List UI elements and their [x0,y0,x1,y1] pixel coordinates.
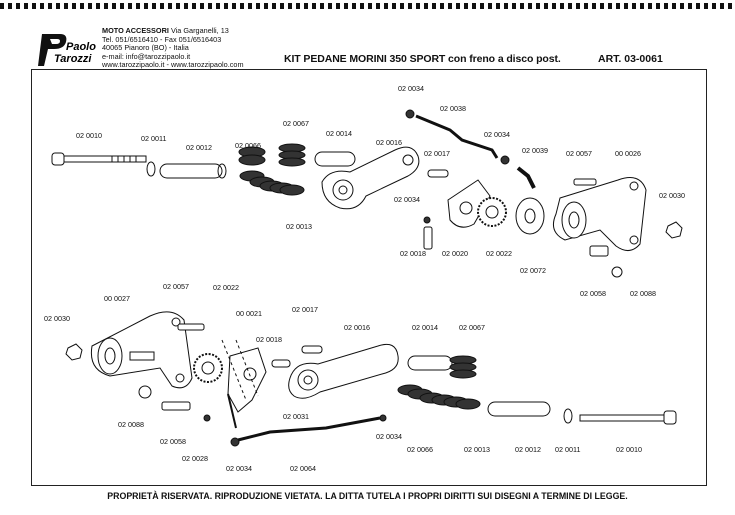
part-label: 02 0012 [515,445,541,454]
part-label: 02 0017 [424,149,450,158]
company-logo: Paolo Tarozzi [38,34,96,66]
part-label: 02 0057 [566,149,592,158]
company-header: MOTO ACCESSORI Via Garganelli, 13 Tel. 0… [102,26,244,70]
part-label: 02 0010 [76,131,102,140]
part-label: 02 0028 [182,454,208,463]
part-label: 02 0031 [283,412,309,421]
company-city: 40065 Pianoro (BO) - Italia [102,43,189,53]
part-label: 02 0034 [398,84,424,93]
part-label: 02 0072 [520,266,546,275]
part-label: 02 0022 [486,249,512,258]
part-label: 02 0018 [256,335,282,344]
part-label: 02 0067 [459,323,485,332]
part-label: 02 0039 [522,146,548,155]
part-label: 02 0038 [440,104,466,113]
part-label: 02 0067 [283,119,309,128]
part-label: 02 0011 [555,445,581,454]
part-label: 02 0034 [484,130,510,139]
part-label: 02 0016 [376,138,402,147]
part-label: 02 0058 [160,437,186,446]
part-label: 02 0057 [163,282,189,291]
part-label: 02 0064 [290,464,316,473]
legal-footer: PROPRIETÀ RISERVATA. RIPRODUZIONE VIETAT… [107,491,628,501]
part-label: 02 0066 [235,141,261,150]
company-web: www.tarozzipaolo.it - www.tarozzipaolo.c… [102,60,244,70]
part-label: 02 0010 [616,445,642,454]
part-label: 02 0030 [44,314,70,323]
part-label: 02 0018 [400,249,426,258]
part-label: 02 0034 [394,195,420,204]
part-label: 02 0016 [344,323,370,332]
part-label: 02 0017 [292,305,318,314]
svg-text:Tarozzi: Tarozzi [54,53,92,65]
company-address: Via Garganelli, 13 [170,26,229,35]
part-label: 02 0022 [213,283,239,292]
part-label: 02 0088 [118,420,144,429]
part-label: 02 0011 [141,134,167,143]
perforation-edge [0,3,735,9]
part-label: 02 0058 [580,289,606,298]
svg-text:Paolo: Paolo [66,41,96,53]
part-label: 02 0012 [186,143,212,152]
part-label: 02 0088 [630,289,656,298]
part-label: 00 0026 [615,149,641,158]
company-email: e-mail: info@tarozzipaolo.it [102,51,191,61]
lower-assembly [65,311,677,447]
upper-assembly [51,109,683,278]
company-name: MOTO ACCESSORI [102,26,169,35]
article-number: ART. 03-0061 [598,53,663,65]
part-label: 00 0021 [236,309,262,318]
part-label: 02 0013 [286,222,312,231]
part-label: 02 0034 [226,464,252,473]
company-phone: Tel. 051/6516410 - Fax 051/6516403 [102,34,222,44]
part-label: 02 0014 [412,323,438,332]
part-label: 02 0020 [442,249,468,258]
document-title: KIT PEDANE MORINI 350 SPORT con freno a … [284,53,561,65]
drawing-frame [31,69,707,486]
part-label: 02 0030 [659,191,685,200]
part-label: 02 0014 [326,129,352,138]
part-label: 00 0027 [104,294,130,303]
part-label: 02 0013 [464,445,490,454]
part-label: 02 0034 [376,432,402,441]
part-label: 02 0066 [407,445,433,454]
